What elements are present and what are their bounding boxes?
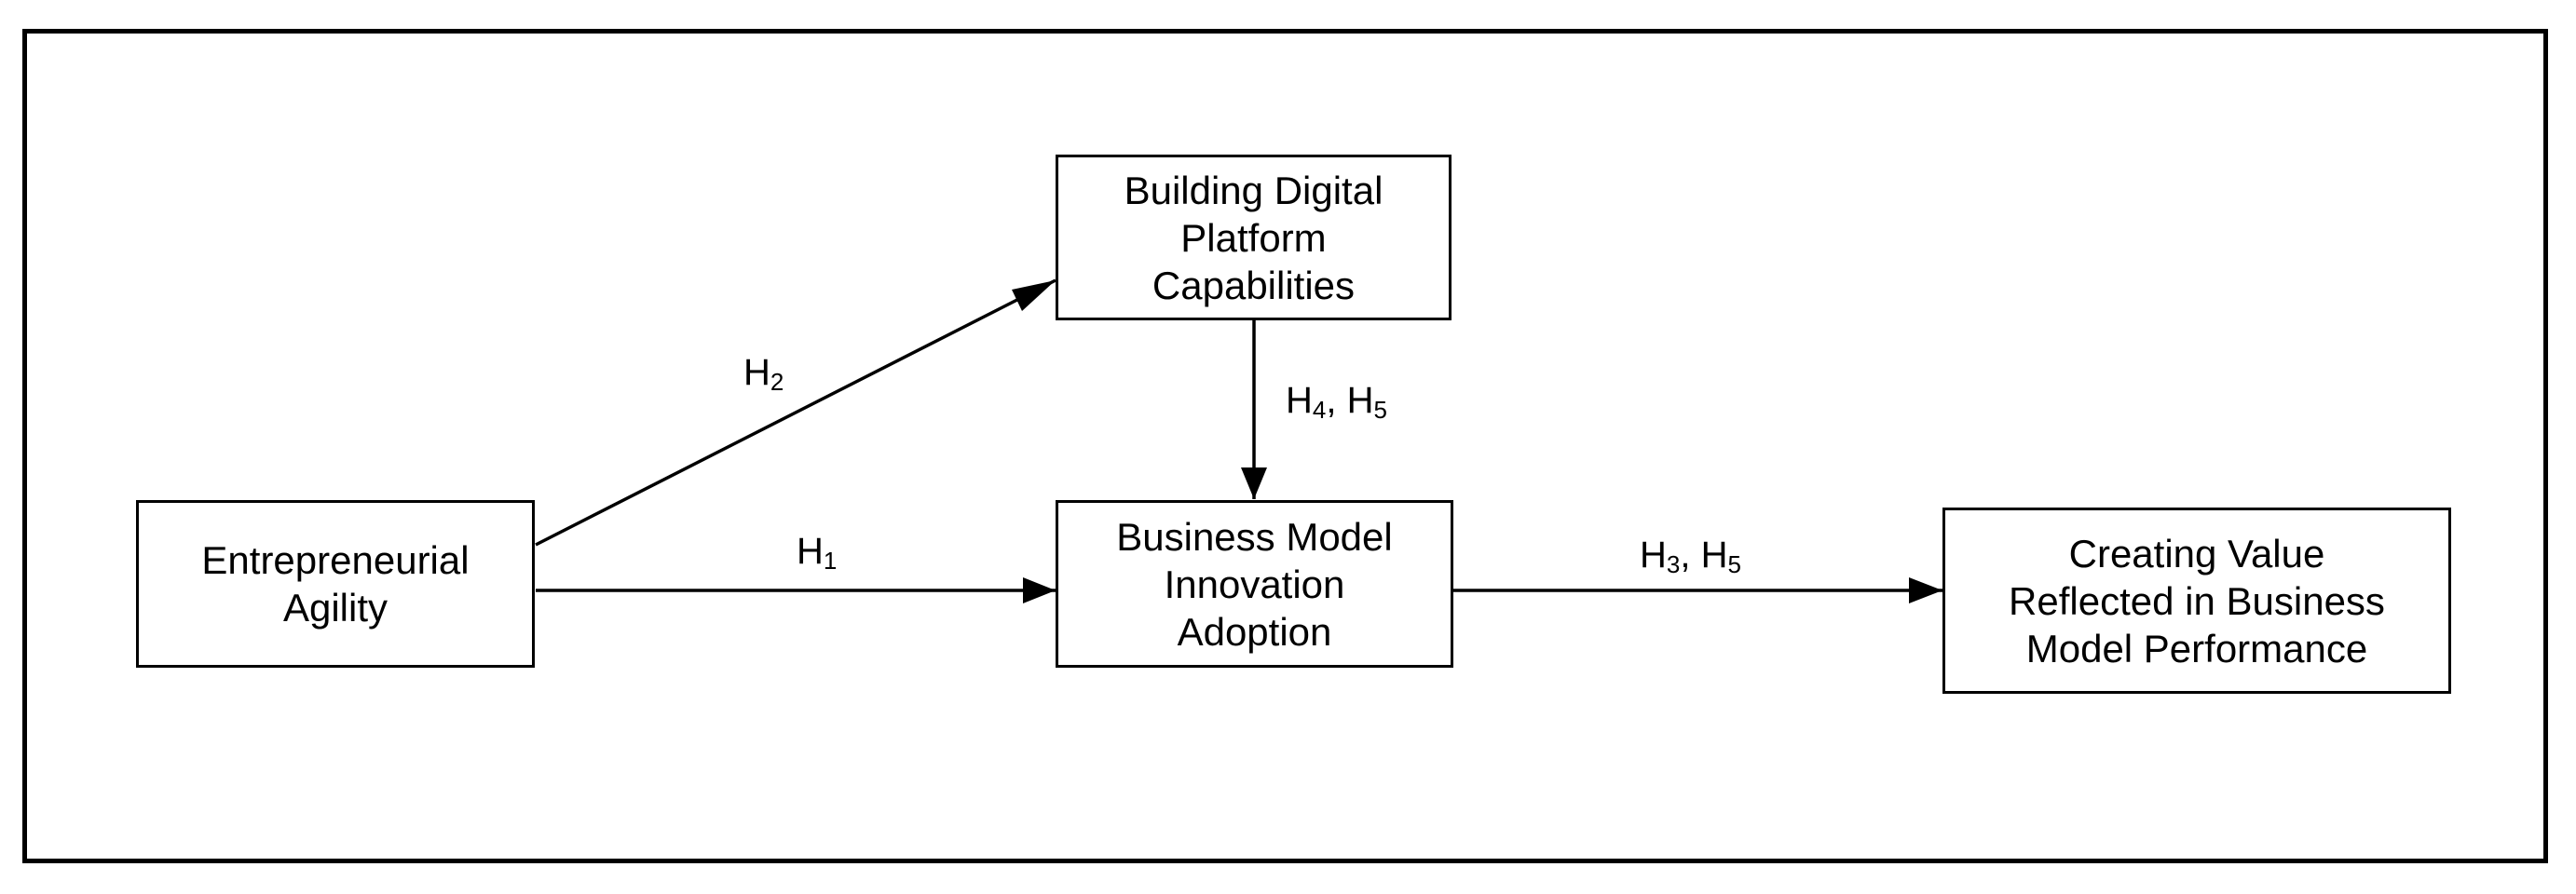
edge-agility-to-platform bbox=[535, 278, 1056, 547]
label-sub: 5 bbox=[1373, 396, 1387, 424]
arrowhead-value bbox=[1909, 577, 1942, 603]
node-entrepreneurial-agility: Entrepreneurial Agility bbox=[136, 500, 535, 668]
label-separator: , bbox=[1326, 380, 1347, 421]
node-line: Reflected in Business bbox=[2009, 578, 2385, 623]
node-line: Innovation bbox=[1164, 562, 1345, 606]
label-separator: , bbox=[1680, 535, 1701, 576]
node-line: Agility bbox=[282, 586, 388, 630]
node-building-digital-platform-capabilities: Building Digital Platform Capabilities bbox=[1056, 155, 1452, 320]
diagram-frame bbox=[22, 29, 2548, 863]
arrowhead-platform bbox=[1012, 280, 1056, 311]
node-line: Model Performance bbox=[2025, 626, 2368, 670]
label-sub: 4 bbox=[1312, 396, 1327, 424]
label-sub: 3 bbox=[1666, 550, 1681, 578]
edge-label-h4-h5: H4, H5 bbox=[1286, 380, 1387, 424]
node-business-model-innovation-adoption: Business Model Innovation Adoption bbox=[1056, 500, 1453, 668]
node-line: Platform bbox=[1180, 215, 1327, 260]
node-line: Adoption bbox=[1177, 609, 1332, 654]
edge-label-h2: H2 bbox=[743, 352, 784, 396]
label-sub: 2 bbox=[770, 368, 784, 396]
edge-label-h1: H1 bbox=[797, 531, 838, 575]
node-line: Business Model bbox=[1116, 514, 1393, 559]
label-main: H bbox=[1640, 535, 1667, 576]
node-line: Capabilities bbox=[1152, 263, 1356, 307]
label-main: H bbox=[743, 352, 770, 393]
label-main: H bbox=[1286, 380, 1313, 421]
node-line: Entrepreneurial bbox=[201, 538, 470, 582]
node-creating-value: Creating Value Reflected in Business Mod… bbox=[1942, 508, 2451, 694]
label-main: H bbox=[1700, 535, 1728, 576]
label-sub: 5 bbox=[1727, 550, 1741, 578]
arrowhead-bmi-top bbox=[1241, 467, 1267, 499]
arrowhead-bmi-left bbox=[1023, 577, 1056, 603]
node-line: Building Digital bbox=[1124, 168, 1383, 212]
label-main: H bbox=[1346, 380, 1374, 421]
label-sub: 1 bbox=[823, 547, 838, 575]
label-main: H bbox=[797, 531, 824, 572]
edge-label-h3-h5: H3, H5 bbox=[1640, 535, 1741, 576]
node-line: Creating Value bbox=[2068, 531, 2325, 576]
